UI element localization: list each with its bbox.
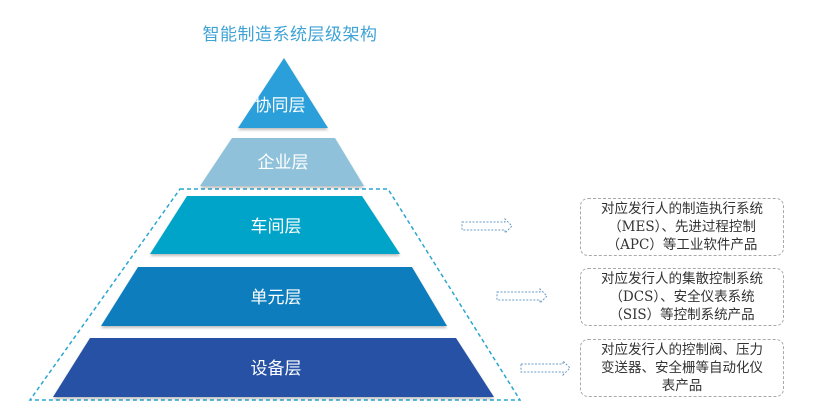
layer-label: 车间层	[251, 217, 302, 237]
layer-shape	[101, 267, 447, 326]
description-line: 对应发行人的制造执行系统	[601, 201, 763, 217]
layer-enterprise: 企业层	[200, 138, 364, 186]
highlight-outline	[28, 188, 522, 401]
description-box-workshop: 对应发行人的制造执行系统 （MES）、先进过程控制 （APC）等工业软件产品	[580, 198, 784, 256]
layer-workshop: 车间层	[150, 196, 400, 254]
layer-shape	[150, 196, 400, 254]
layer-label: 企业层	[258, 153, 309, 173]
layer-shape	[238, 58, 328, 128]
layer-shape	[200, 138, 364, 186]
layer-collaboration: 协同层	[238, 58, 328, 128]
arrow-right-icon	[461, 217, 513, 235]
layer-equipment: 设备层	[53, 338, 494, 397]
description-line: （APC）等工业软件产品	[606, 237, 758, 253]
layer-unit: 单元层	[101, 267, 447, 326]
description-box-equipment: 对应发行人的控制阀、压力 变送器、安全栅等自动化仪 表产品	[580, 339, 784, 397]
diagram-title: 智能制造系统层级架构	[202, 25, 378, 45]
description-line: 对应发行人的控制阀、压力	[601, 342, 763, 358]
description-line: 变送器、安全栅等自动化仪	[601, 360, 763, 376]
description-line: （DCS）、安全仪表系统	[609, 289, 755, 305]
description-line: （MES）、先进过程控制	[608, 219, 756, 235]
layer-label: 单元层	[251, 288, 302, 308]
arrow-right-icon	[520, 359, 571, 377]
layer-label: 设备层	[251, 359, 302, 379]
description-line: （SIS）等控制系统产品	[609, 307, 755, 323]
arrow-right-icon	[496, 287, 548, 305]
description-box-unit: 对应发行人的集散控制系统 （DCS）、安全仪表系统 （SIS）等控制系统产品	[580, 268, 784, 326]
description-line: 对应发行人的集散控制系统	[601, 271, 763, 287]
layer-label: 协同层	[255, 96, 306, 116]
layer-shape	[53, 338, 494, 397]
description-line: 表产品	[661, 378, 703, 394]
